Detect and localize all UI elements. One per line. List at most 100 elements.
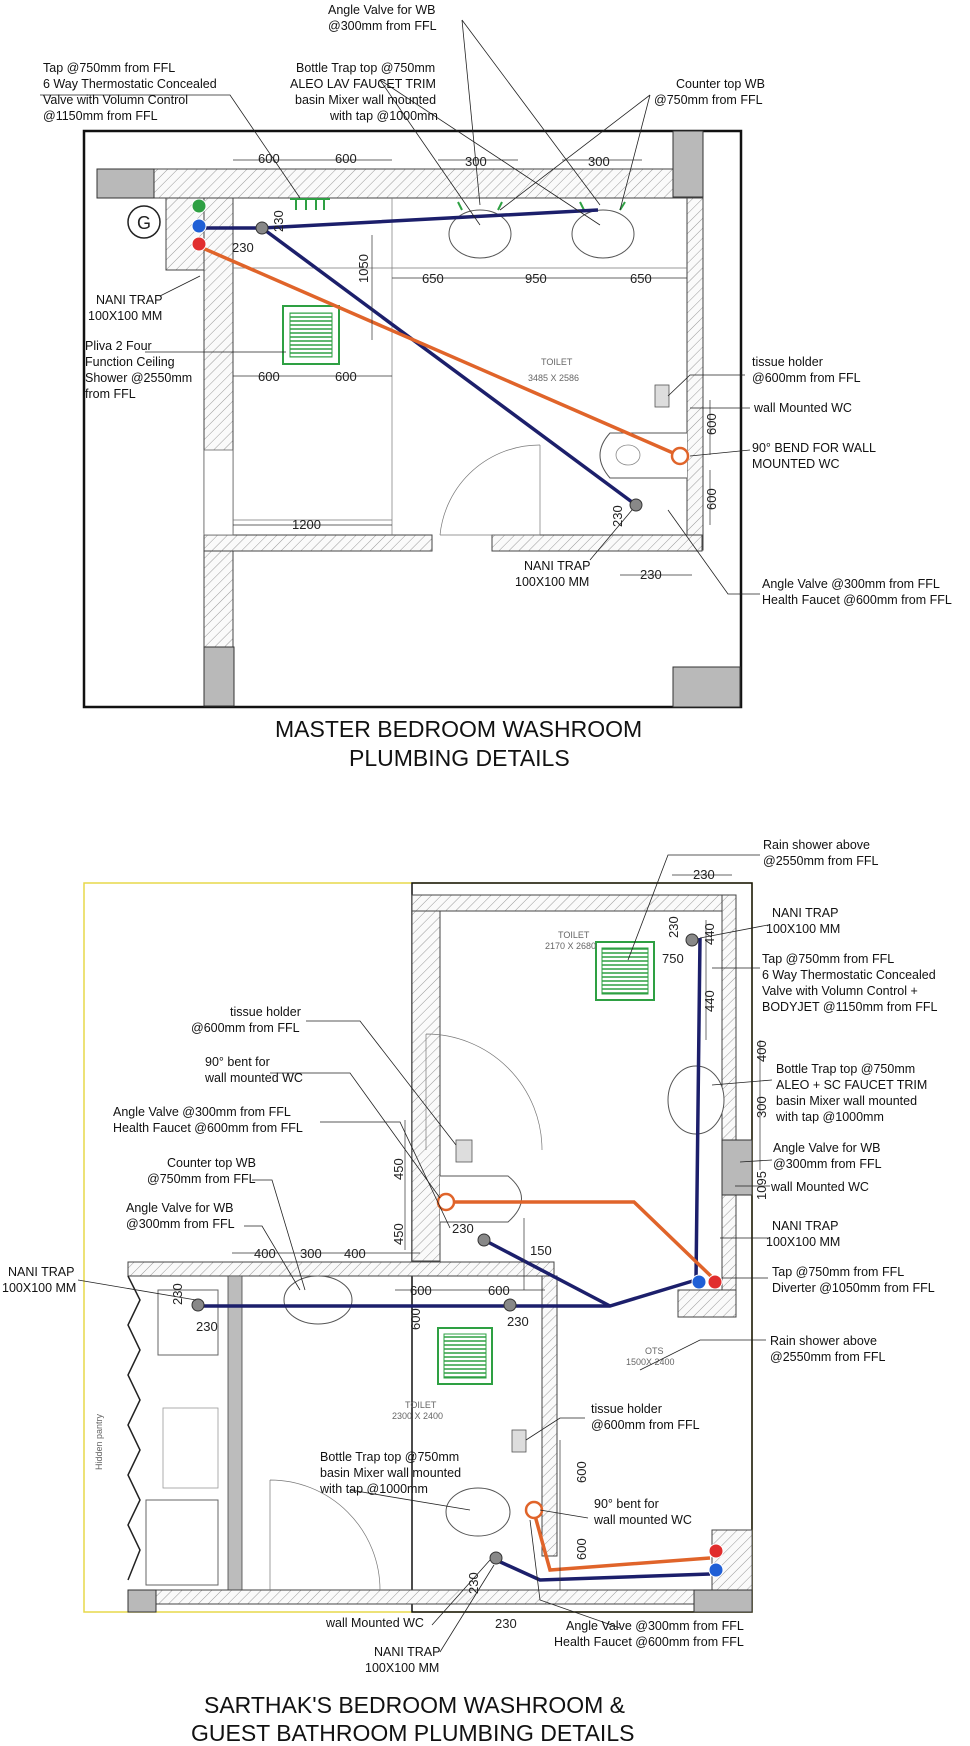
label-shower: Shower @2550mm (85, 371, 192, 385)
green-inlet-icon (191, 198, 207, 214)
master-column (672, 130, 704, 198)
cold-inlet-icon (691, 1274, 707, 1290)
dim-label: 600 (704, 413, 719, 435)
dim-label: 600 (408, 1308, 423, 1330)
label-bottle-trap: Bottle Trap top @750mm (296, 61, 435, 75)
label-bottle-trap: Bottle Trap top @750mm (776, 1062, 915, 1076)
tissue-holder-icon (654, 384, 670, 408)
label-tap: Valve with Volumn Control (43, 93, 188, 107)
label-wc: wall Mounted WC (753, 401, 852, 415)
dim-label: 300 (754, 1096, 769, 1118)
label-rain-shower: Rain shower above (770, 1334, 877, 1348)
master-top-wall (153, 168, 703, 199)
dim-label: 230 (232, 240, 254, 255)
master-dimensions (233, 159, 711, 576)
nani-trap-icon (685, 933, 699, 947)
label-rain-shower: @2550mm from FFL (770, 1350, 886, 1364)
master-leaders (40, 19, 760, 595)
hot-inlet-icon (707, 1274, 723, 1290)
drain-pipe (485, 1239, 611, 1308)
label-tissue-holder: tissue holder (591, 1402, 662, 1416)
wall (721, 894, 737, 1291)
dim-label: 230 (666, 916, 681, 938)
label-nani-trap: 100X100 MM (766, 922, 840, 936)
label-nani-trap: NANI TRAP (772, 906, 838, 920)
label-rain-shower: Rain shower above (763, 838, 870, 852)
room-name: OTS (645, 1346, 664, 1356)
label-wc: wall Mounted WC (325, 1616, 424, 1630)
cold-water-pipe (199, 937, 702, 1308)
master-frame (82, 129, 743, 709)
dim-label: 600 (488, 1283, 510, 1298)
dim-label: 230 (495, 1616, 517, 1631)
cold-inlet-icon (191, 218, 207, 234)
label-angle-valve-wb: Angle Valve for WB (126, 1201, 233, 1215)
dim-label: 600 (574, 1538, 589, 1560)
label-tissue-holder: @600mm from FFL (752, 371, 861, 385)
dim-label: 300 (300, 1246, 322, 1261)
sarthak-leaders (77, 854, 773, 1653)
master-column (203, 646, 235, 707)
label-bent: wall mounted WC (204, 1071, 303, 1085)
label-bent: 90° bent for (594, 1497, 659, 1511)
dim-label: 600 (704, 488, 719, 510)
wall (411, 894, 737, 912)
label-wc: wall Mounted WC (770, 1180, 869, 1194)
wc-bowl (615, 444, 641, 466)
label-nani-trap: 100X100 MM (766, 1235, 840, 1249)
label-bottle-trap: with tap @1000mm (775, 1110, 884, 1124)
master-column (96, 168, 155, 199)
wash-basin-icon (667, 1065, 725, 1135)
dim-label: 600 (335, 369, 357, 384)
hot-water-pipe (197, 244, 681, 458)
label-bottle-trap: basin Mixer wall mounted (776, 1094, 917, 1108)
label-nani-trap: NANI TRAP (374, 1645, 440, 1659)
room-size: 1500X 2400 (626, 1357, 675, 1367)
wall-wc-icon (599, 432, 687, 479)
master-door-swing (439, 444, 541, 536)
dim-label: 600 (258, 369, 280, 384)
door-swing (269, 1479, 381, 1591)
label-rain-shower: @2550mm from FFL (763, 854, 879, 868)
dim-label: 230 (196, 1319, 218, 1334)
label-nani-trap: NANI TRAP (772, 1219, 838, 1233)
master-column (672, 666, 741, 708)
label-diverter: Tap @750mm from FFL (772, 1265, 904, 1279)
column (127, 1589, 157, 1613)
dim-label: 230 (507, 1314, 529, 1329)
dim-label: 600 (410, 1283, 432, 1298)
thermostatic-valve-icon (290, 198, 330, 210)
label-shower: from FFL (85, 387, 136, 401)
dim-label: 450 (391, 1158, 406, 1180)
hot-inlet-icon (191, 236, 207, 252)
door-swing (425, 1033, 543, 1151)
master-grid-lines (233, 198, 687, 535)
wash-basin-icon (571, 209, 635, 259)
label-angle-valve-wb: @300mm from FFL (328, 19, 437, 33)
sarthak-dimensions (232, 874, 761, 1590)
room-size: 2170 X 2680 (545, 941, 596, 951)
dim-label: 300 (588, 154, 610, 169)
label-angle-valve-wb: Angle Valve for WB (328, 3, 435, 17)
shower-grill (443, 1333, 487, 1379)
label-bottle-trap: ALEO LAV FAUCET TRIM (290, 77, 436, 91)
ceiling-shower-icon (282, 305, 340, 365)
nani-trap-icon (477, 1233, 491, 1247)
label-angle-valve-wb: @300mm from FFL (126, 1217, 235, 1231)
label-bottle-trap: basin Mixer wall mounted (320, 1466, 461, 1480)
dim-label: 230 (271, 210, 286, 232)
nani-trap-icon (489, 1551, 503, 1565)
master-bottom-wall-a (203, 534, 433, 552)
dim-label: 400 (344, 1246, 366, 1261)
wall (541, 1275, 558, 1557)
label-diverter: Diverter @1050mm from FFL (772, 1281, 935, 1295)
dim-label: 230 (466, 1572, 481, 1594)
pantry-unit (145, 1499, 219, 1586)
master-right-wall (686, 197, 704, 551)
cold-inlet-icon (708, 1562, 724, 1578)
label-angle-valve-wb: @300mm from FFL (773, 1157, 882, 1171)
label-bottle-trap: with tap @1000mm (329, 109, 438, 123)
label-tap: 6 Way Thermostatic Concealed (762, 968, 936, 982)
label-nani-trap: 100X100 MM (365, 1661, 439, 1675)
